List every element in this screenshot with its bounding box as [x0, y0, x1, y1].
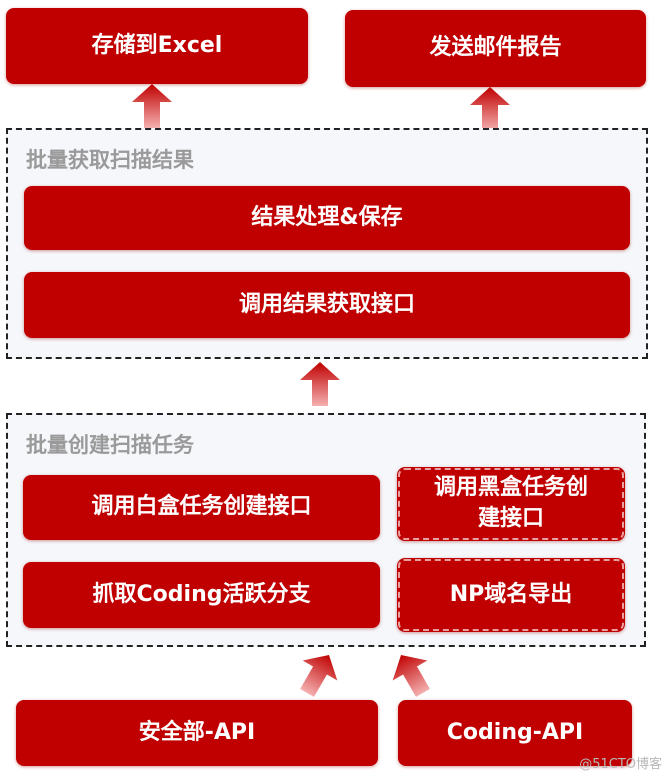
result-process-save-box: 结果处理&保存 [24, 186, 630, 250]
group-title: 批量获取扫描结果 [26, 148, 194, 172]
watermark: @51CTO博客 [579, 757, 662, 772]
coding-active-branches-box: 抓取Coding活跃分支 [23, 562, 380, 628]
security-api-box: 安全部-API [16, 700, 378, 766]
store-excel-box: 存储到Excel [6, 8, 308, 84]
arrow-up-right-icon [300, 654, 338, 698]
np-domain-export-box: NP域名导出 [397, 558, 625, 632]
arrow-up-left-icon [392, 654, 430, 698]
group-title: 批量创建扫描任务 [26, 433, 194, 457]
coding-api-box: Coding-API [398, 700, 632, 766]
call-result-fetch-api-box: 调用结果获取接口 [24, 272, 630, 338]
arrow-up-icon [300, 362, 340, 406]
blackbox-task-create-box: 调用黑盒任务创建接口 [397, 467, 625, 541]
whitebox-task-create-box: 调用白盒任务创建接口 [23, 475, 380, 540]
arrow-up-icon [470, 87, 510, 131]
send-email-report-box: 发送邮件报告 [345, 10, 646, 87]
arrow-up-icon [132, 84, 172, 128]
